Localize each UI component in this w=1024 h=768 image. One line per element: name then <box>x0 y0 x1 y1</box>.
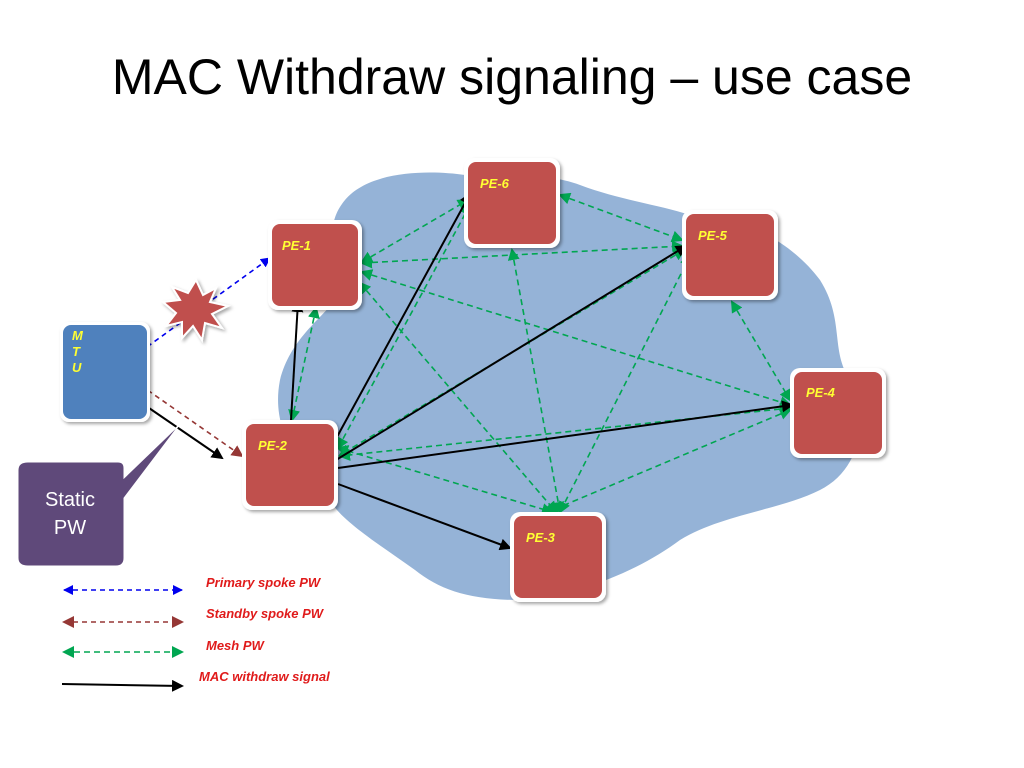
failure-burst-icon <box>160 277 231 343</box>
legend-standby-label: Standby spoke PW <box>206 606 325 621</box>
withdraw-pe2-pe3 <box>337 483 512 551</box>
legend: Primary spoke PW Standby spoke PW Mesh P… <box>61 575 330 692</box>
mtu-node: M T U <box>60 322 150 422</box>
legend-withdraw-swatch <box>61 679 184 692</box>
pe4-node: PE-4 <box>790 368 886 458</box>
withdraw-pe2-pe6 <box>331 192 471 447</box>
mac-withdraw-lines <box>129 192 794 551</box>
pe4-label: PE-4 <box>806 385 836 400</box>
pe1-label: PE-1 <box>282 238 311 253</box>
mtu-label-m: M <box>72 328 84 343</box>
callout-line2: PW <box>54 517 86 539</box>
mtu-label-u: U <box>72 360 82 375</box>
legend-mesh-label: Mesh PW <box>206 638 266 653</box>
mesh-pw-pe1-pe2 <box>288 306 320 422</box>
static-pw-callout: Static PW <box>17 423 181 567</box>
legend-primary-label: Primary spoke PW <box>206 575 322 590</box>
withdraw-pe2-pe4 <box>337 400 794 469</box>
mesh-pw-pe5-pe4 <box>730 300 792 402</box>
mesh-pw-pe2-pe3 <box>336 445 554 515</box>
slide-title: MAC Withdraw signaling – use case <box>111 49 913 105</box>
pe5-label: PE-5 <box>698 228 728 243</box>
pe2-node: PE-2 <box>242 420 338 510</box>
withdraw-pe2-pe1 <box>290 300 304 421</box>
callout-line1: Static <box>45 489 95 511</box>
pe6-label: PE-6 <box>480 176 510 191</box>
pe2-label: PE-2 <box>258 438 288 453</box>
mesh-pw-pe6-pe5 <box>558 192 684 243</box>
legend-withdraw-label: MAC withdraw signal <box>199 669 330 684</box>
pe3-node: PE-3 <box>510 512 606 602</box>
pe5-node: PE-5 <box>682 210 778 300</box>
pe3-label: PE-3 <box>526 530 556 545</box>
pe6-node: PE-6 <box>464 158 560 248</box>
standby-spoke-pw <box>131 378 244 458</box>
mtu-label-t: T <box>72 344 81 359</box>
pe1-node: PE-1 <box>268 220 362 310</box>
withdraw-pe2-pe5 <box>335 244 688 461</box>
